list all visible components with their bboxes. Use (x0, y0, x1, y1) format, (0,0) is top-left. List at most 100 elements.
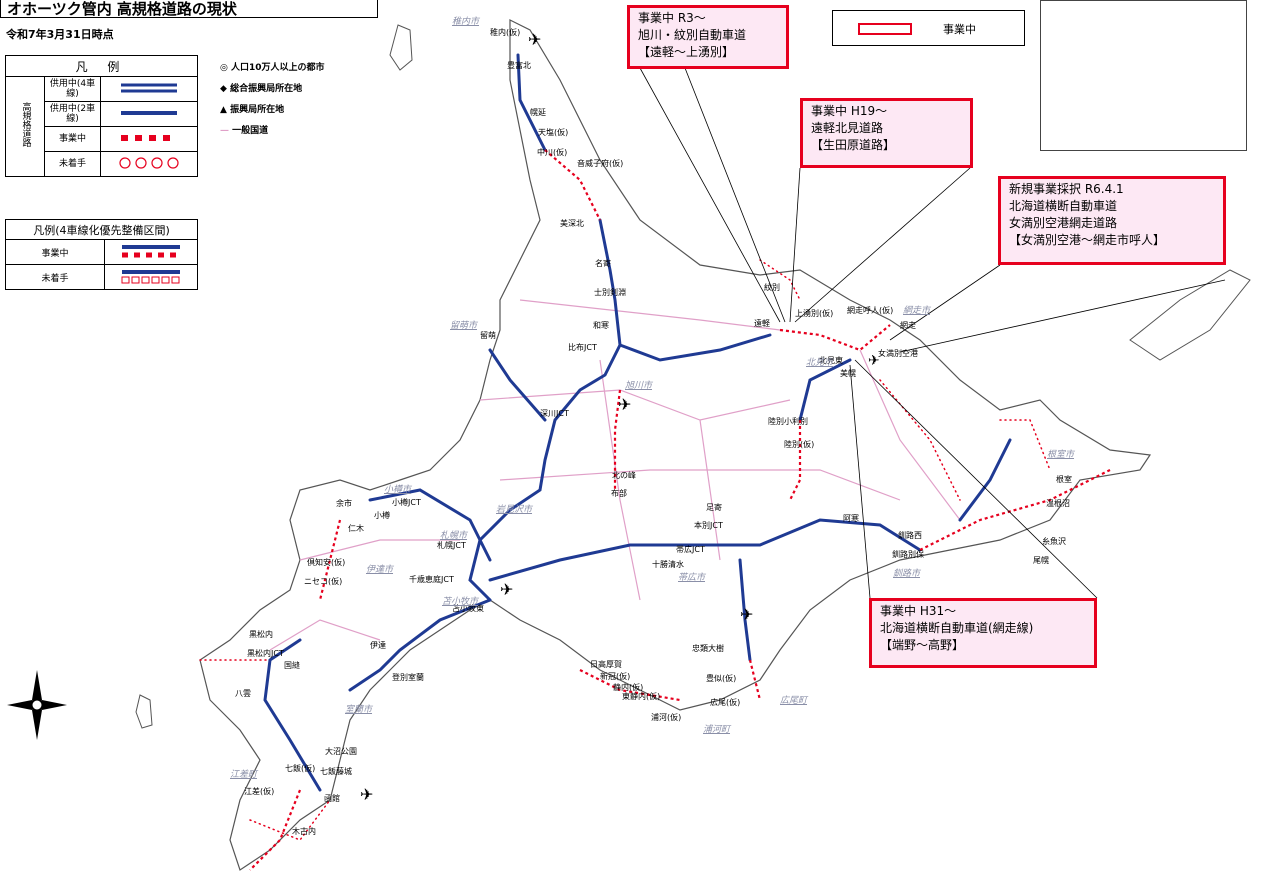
place-label: 登別室蘭 (392, 673, 424, 682)
priority-row-label: 事業中 (5, 239, 105, 265)
place-label: 浦河(仮) (651, 713, 682, 722)
place-label: 豊富北 (507, 61, 531, 70)
place-label: ニセコ(仮) (304, 577, 343, 586)
place-label: 釧路別保 (892, 550, 924, 559)
hokkaido-landmass (199, 19, 1152, 871)
city-label: 江差町 (230, 770, 258, 780)
place-label: 十勝清水 (652, 560, 684, 569)
city-label: 小樽市 (384, 485, 412, 495)
place-label: 広尾(仮) (710, 698, 741, 707)
place-label: 倶知安(仮) (307, 558, 346, 567)
symbol-legend-item: — 一般国道 (220, 126, 269, 136)
svg-text:✈: ✈ (868, 353, 880, 369)
place-label: 遠軽 (754, 319, 770, 328)
symbol-legend-item: ▲ 振興局所在地 (220, 105, 285, 115)
place-label: 大沼公園 (325, 747, 357, 756)
inset-map-frame (1040, 0, 1247, 151)
place-label: 士別剣淵 (594, 288, 626, 297)
callout-leaders (639, 67, 1226, 599)
place-label: 足寄 (706, 503, 722, 512)
place-label: 静内(仮) (613, 683, 644, 692)
place-label: 女満別空港 (878, 349, 918, 358)
symbol-legend-item: ◆ 総合振興局所在地 (220, 84, 303, 94)
legend-row-label: 供用中(2車線) (44, 101, 101, 127)
legend-row-label: 供用中(4車線) (44, 76, 101, 102)
place-label: 日高厚賀 (590, 660, 622, 669)
place-label: 北見東 (819, 356, 843, 365)
city-label: 稚内市 (452, 17, 480, 27)
place-label: 帯広JCT (676, 545, 705, 554)
place-label: 北の峰 (612, 471, 636, 480)
top-legend-label: 事業中 (943, 23, 976, 36)
place-label: 本別JCT (694, 521, 723, 530)
place-label: 釧路西 (898, 531, 922, 540)
okushiri-island (135, 694, 153, 729)
place-label: 網走呼人(仮) (847, 306, 894, 315)
svg-text:✈: ✈ (360, 785, 373, 804)
legend-symbol-single-blue (100, 101, 198, 127)
top-legend-symbol (858, 23, 912, 35)
rishiri-island (389, 24, 413, 71)
place-label: 千歳恵庭JCT (409, 575, 454, 584)
place-label: 黒松内JCT (247, 649, 284, 658)
place-label: 中川(仮) (537, 148, 568, 157)
place-label: 尾幌 (1033, 556, 1049, 565)
place-label: 七飯藤城 (320, 767, 352, 776)
place-label: 小樽JCT (392, 498, 421, 507)
city-label: 釧路市 (893, 569, 921, 579)
legend-category: 高規格道路 (5, 76, 45, 177)
city-label: 留萌市 (450, 321, 478, 331)
place-label: 豊似(仮) (706, 674, 737, 683)
as-of-date: 令和7年3月31日時点 (6, 28, 114, 41)
symbol-legend-item: ◎ 人口10万人以上の都市 (220, 63, 325, 73)
city-label: 浦河町 (703, 725, 731, 735)
place-label: 音威子府(仮) (577, 159, 624, 168)
city-label: 広尾町 (780, 696, 808, 706)
place-label: 名寄 (595, 259, 611, 268)
place-label: 布部 (611, 489, 627, 498)
legend-header: 凡 例 (5, 55, 198, 77)
legend-symbol-double-blue (100, 76, 198, 102)
city-label: 伊達市 (366, 565, 394, 575)
place-label: 函館 (324, 794, 340, 803)
city-label: 根室市 (1047, 450, 1075, 460)
place-label: 新冠(仮) (600, 672, 631, 681)
place-label: 根室 (1056, 475, 1072, 484)
triangle-icon: ▲ (220, 105, 227, 115)
place-label: 留萌 (480, 331, 496, 340)
place-label: 紋別 (764, 283, 780, 292)
place-label: 上湧別(仮) (795, 309, 834, 318)
callout-tanno-takano: 事業中 H31～北海道横断自動車道(網走線)【端野～高野】 (869, 598, 1097, 668)
priority-symbol-squares (104, 239, 198, 265)
top-legend: 事業中 (832, 10, 1025, 46)
place-label: 網走 (900, 321, 916, 330)
place-label: 阿寒 (843, 514, 859, 523)
expressways-not-started (199, 259, 1051, 841)
svg-text:✈: ✈ (740, 605, 753, 624)
city-label: 網走市 (903, 306, 931, 316)
expressways-in-service (263, 53, 1012, 792)
city-label: 岩見沢市 (496, 505, 533, 515)
city-label: 北見市 (806, 358, 834, 368)
place-label: 忠類大樹 (692, 644, 724, 653)
place-label: 札幌JCT (437, 541, 466, 550)
legend-row-label: 未着手 (44, 151, 101, 177)
line-icon: — (220, 126, 229, 136)
place-label: 八雲 (235, 689, 251, 698)
compass-icon (7, 670, 67, 740)
place-label: 糸魚沢 (1042, 537, 1066, 546)
place-label: 余市 (336, 499, 352, 508)
priority-row-label: 未着手 (5, 264, 105, 290)
place-label: 七飯(仮) (285, 764, 316, 773)
map-title: オホーツク管内 高規格道路の現状 (0, 0, 378, 18)
legend-symbol-red-circles (100, 151, 198, 177)
place-label: 幌延 (530, 108, 546, 117)
svg-text:✈: ✈ (528, 30, 541, 49)
place-label: 美幌 (840, 369, 856, 378)
svg-text:✈: ✈ (500, 580, 513, 599)
place-label: 木古内 (292, 827, 316, 836)
callout-engaru-kamiyubetsu: 事業中 R3～旭川・紋別自動車道【遠軽～上湧別】 (627, 5, 789, 69)
place-label: 和寒 (593, 321, 609, 330)
callout-ikutahara: 事業中 H19～遠軽北見道路【生田原道路】 (800, 98, 973, 168)
